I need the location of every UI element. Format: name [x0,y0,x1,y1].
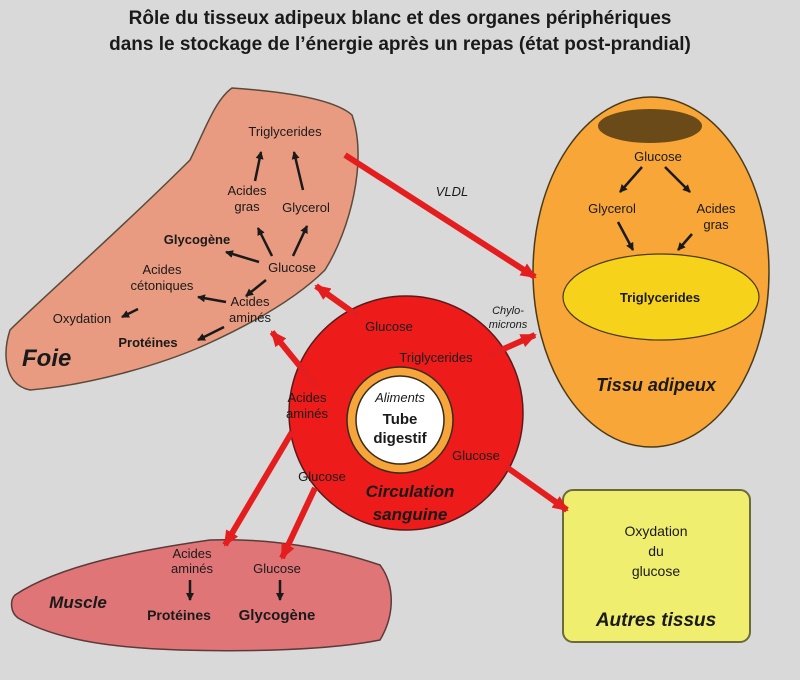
adipose-pathway-arrows [616,166,693,251]
arrow-glucose-to-glycerol-adipose [619,166,643,193]
arrow-blood-aminoacids-to-liver [269,330,319,388]
other-line-3: glucose [632,563,680,579]
liver-pathway-arrows [121,151,309,342]
liver-proteines: Protéines [118,335,177,350]
adipose-triglyceride-droplet [562,253,760,341]
arrow-aminoacids-to-cetoniques [197,294,227,304]
muscle-glycogene: Glycogène [239,607,316,624]
arrow-glucose-to-acidesgras [256,227,274,257]
arrow-cetoniques-to-oxydation [121,307,139,319]
liver-triglycerides: Triglycerides [248,124,322,139]
arrow-aminoacids-to-proteines [197,325,225,342]
liver-acides-cetoniques-1: Acides [142,262,182,277]
adipose-glycerol: Glycerol [588,201,636,216]
arrow-glucose-to-glycerol [291,225,309,257]
muscle-shape [10,539,392,652]
liver-oxydation: Oxydation [53,311,112,326]
blood-acides-amines-1: Acides [287,390,327,405]
arrow-blood-aminoacids-to-muscle [222,430,295,547]
other-name: Autres tissus [595,610,716,631]
liver-glycogene: Glycogène [164,232,230,247]
gut-inner [355,375,445,465]
chylo-label-1: Chylo- [492,305,524,317]
title-line-1: Rôle du tisseux adipeux blanc et des org… [129,8,672,29]
muscle-name: Muscle [49,593,107,612]
liver-acides-gras-2: gras [234,199,260,214]
blood-triglycerides: Triglycerides [399,350,473,365]
muscle-acides-amines-1: Acides [172,546,212,561]
liver-acides-gras-1: Acides [227,183,267,198]
liver-acides-amines-2: aminés [229,310,271,325]
gut-aliments: Aliments [374,390,425,405]
liver-shape [5,87,359,391]
adipose-dark-cap [598,109,702,143]
arrow-liver-to-adipose-vldl [343,152,537,280]
title-line-2: dans le stockage de l’énergie après un r… [109,34,691,55]
muscle-proteines: Protéines [147,607,211,623]
arrow-acidesgras-to-tg-adipose [677,233,693,251]
blood-glucose-right: Glucose [452,448,500,463]
blood-name-2: sanguine [373,505,448,524]
muscle-glucose: Glucose [253,561,301,576]
gut-name-1: Tube [383,411,418,428]
liver-acides-amines-1: Acides [230,294,270,309]
other-line-2: du [648,543,664,559]
adipose-glucose: Glucose [634,149,682,164]
arrow-blood-glucose-to-muscle [279,486,318,560]
blood-name-1: Circulation [366,482,455,501]
adipose-name: Tissu adipeux [596,375,717,395]
blood-glucose-left: Glucose [298,469,346,484]
arrow-glucose-to-acidesgras-adipose [664,166,691,193]
arrow-glycerol-to-tg [291,151,305,191]
adipose-triglycerides: Triglycerides [620,290,700,305]
muscle-pathway-arrows [186,580,284,601]
arrow-blood-glucose-to-liver [314,283,360,319]
liver-name: Foie [22,345,71,372]
muscle-acides-amines-2: aminés [171,561,213,576]
chylo-label-2: microns [489,319,528,331]
liver-acides-cetoniques-2: cétoniques [131,278,194,293]
arrow-blood-to-adipose-chylo [488,332,537,358]
arrow-acidesgras-to-tg [253,151,264,182]
liver-glycerol: Glycerol [282,200,330,215]
blood-acides-amines-2: aminés [286,406,328,421]
arrow-glucose-to-glycogene [225,250,260,264]
adipose-acides-gras-1: Acides [696,201,736,216]
vldl-label: VLDL [436,184,469,199]
arrow-glycerol-to-tg-adipose [616,221,635,251]
adipose-acides-gras-2: gras [703,217,729,232]
other-line-1: Oxydation [624,523,687,539]
gut-name-2: digestif [373,430,427,447]
blood-glucose-top: Glucose [365,319,413,334]
liver-glucose: Glucose [268,260,316,275]
other-tissues-box [562,489,751,643]
arrow-blood-glucose-to-other [503,463,569,513]
arrow-glucose-to-acides-amines [245,279,267,297]
